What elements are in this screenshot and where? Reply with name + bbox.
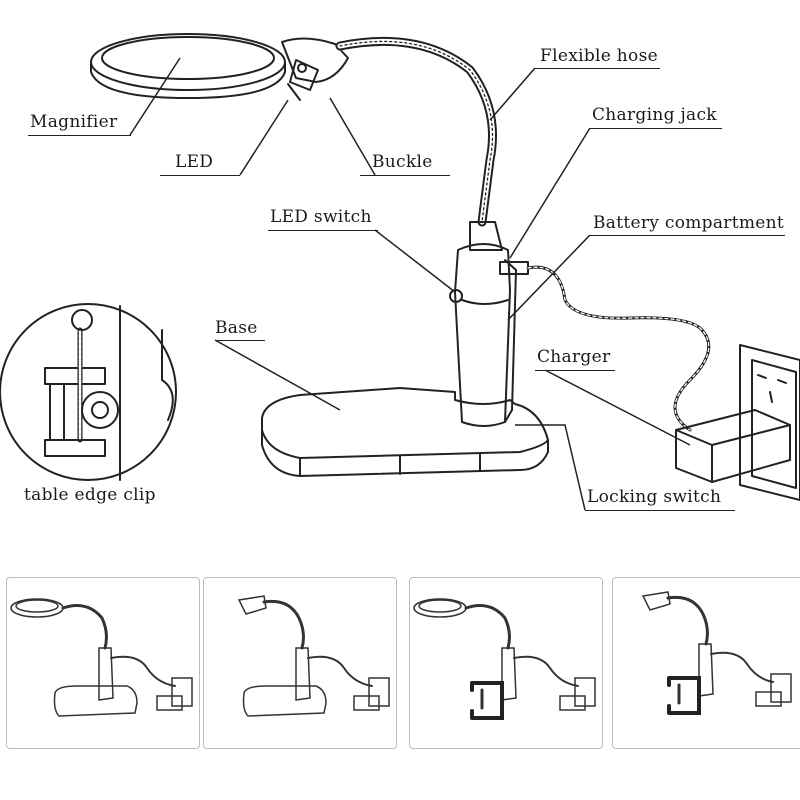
flexible-hose (335, 37, 497, 227)
variant-panel-2 (203, 577, 397, 749)
leader-led-switch (374, 229, 456, 293)
variant-lamp-base (237, 595, 390, 717)
label-flexible-hose: Flexible hose (540, 46, 658, 66)
lamp-body (449, 221, 529, 427)
label-charging-jack: Charging jack (592, 105, 717, 125)
label-buckle: Buckle (372, 152, 433, 172)
label-battery-compartment: Battery compartment (593, 213, 784, 233)
leader-charging-jack (509, 127, 591, 259)
label-led: LED (175, 152, 214, 172)
leader-charger (544, 369, 691, 446)
main-diagram (0, 33, 800, 511)
base-part (261, 387, 549, 477)
leader-buckle (329, 97, 376, 176)
variant-panel-4 (612, 577, 800, 749)
charger-adapter (675, 409, 791, 483)
label-led-switch: LED switch (270, 207, 372, 227)
leader-magnifier (129, 57, 181, 136)
leader-battery-compartment (507, 234, 591, 321)
table-clip-inset (0, 303, 177, 481)
variant-lamp-clip (641, 591, 792, 715)
leader-locking-switch (515, 424, 586, 511)
label-base: Base (215, 318, 258, 338)
buckle-part (281, 37, 349, 101)
label-charger: Charger (537, 347, 611, 367)
variant-magnifier-base (10, 598, 193, 717)
leader-led (239, 99, 289, 176)
magnifier-lens (90, 33, 286, 99)
variant-panel-3 (409, 577, 603, 749)
label-locking-switch: Locking switch (587, 487, 722, 507)
label-table-edge-clip: table edge clip (24, 485, 156, 505)
variant-magnifier-clip (413, 598, 596, 720)
wall-socket (739, 344, 800, 501)
label-magnifier: Magnifier (30, 112, 118, 132)
leader-base (214, 339, 341, 411)
variant-panel-1 (6, 577, 200, 749)
leader-flexible-hose (489, 67, 536, 121)
